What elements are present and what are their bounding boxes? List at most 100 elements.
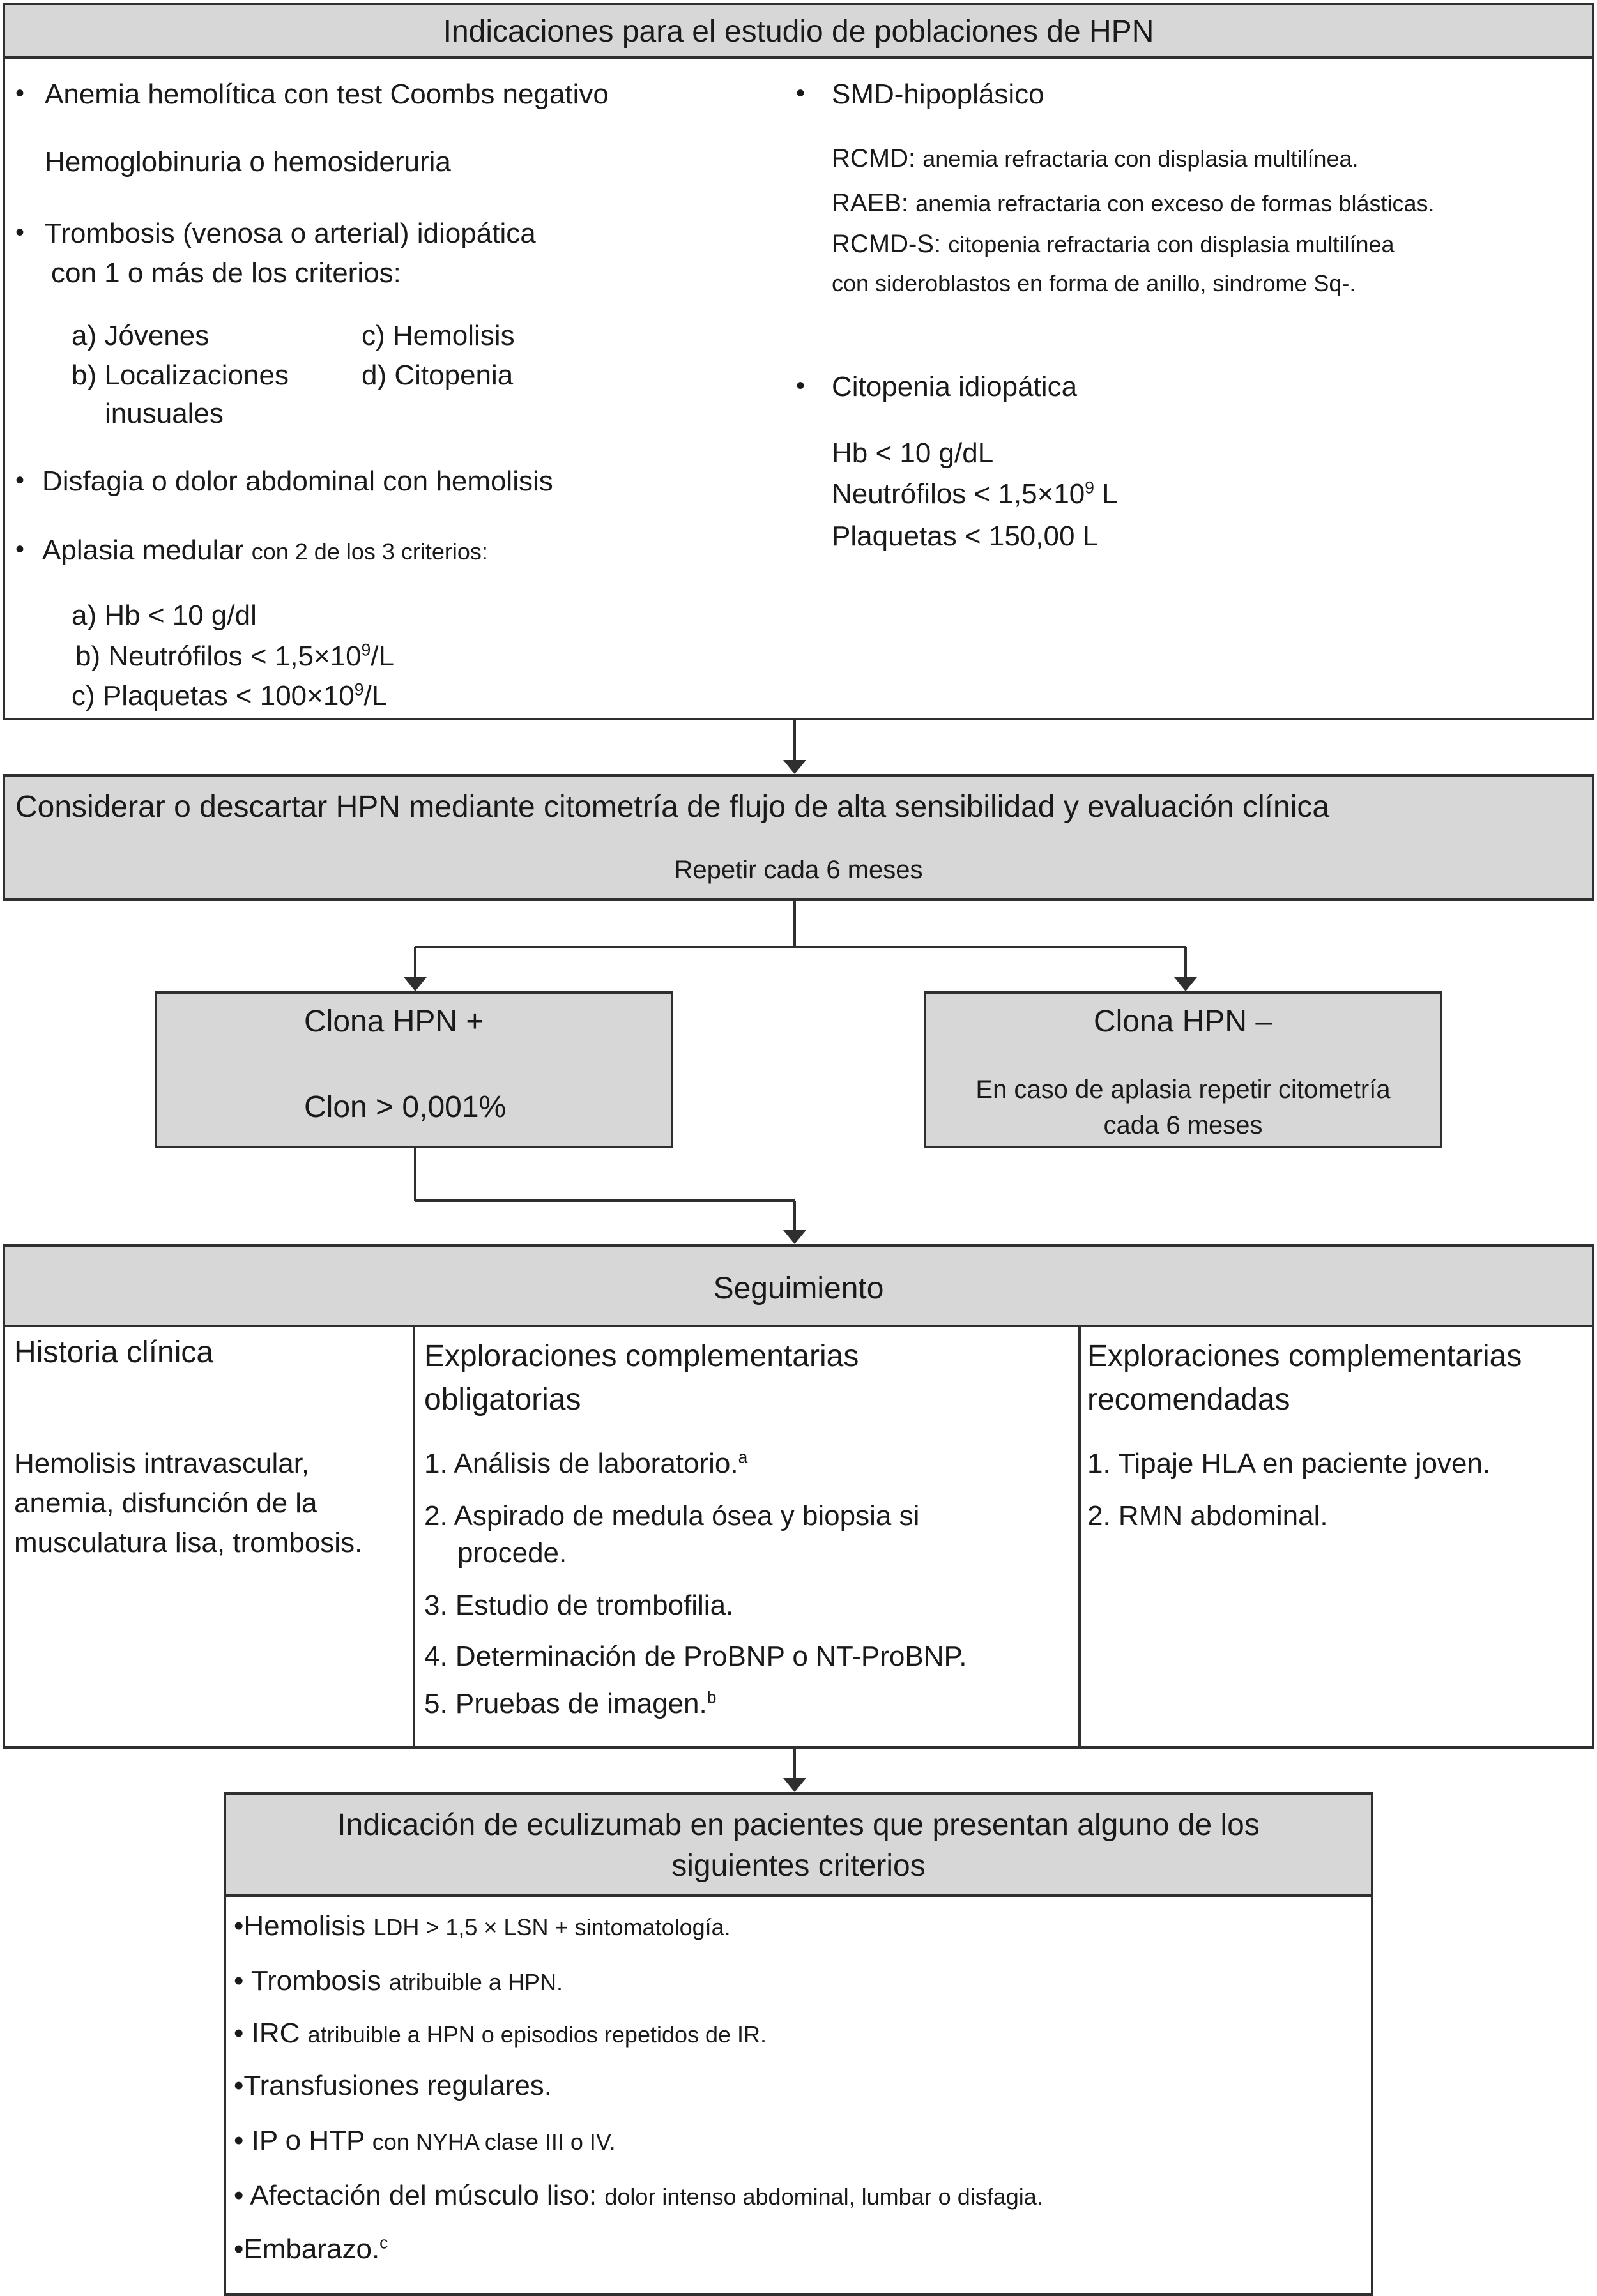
criterion-hemoglobinuria: Hemoglobinuria o hemosideruria [45, 146, 451, 178]
followup-header: Seguimiento [5, 1247, 1592, 1327]
criterion-label: IP o HTP [251, 2125, 365, 2156]
aplasia-b-text: b) Neutrófilos < 1,5×10 [75, 641, 362, 672]
recomendadas-title-cont: recomendadas [1087, 1383, 1290, 1417]
column-divider [1078, 1327, 1081, 1749]
eculizumab-title-cont: siguientes criterios [671, 1849, 926, 1883]
obligatorias-item: 3. Estudio de trombofilia. [424, 1590, 734, 1621]
clone-negative-line2: cada 6 meses [1103, 1111, 1263, 1139]
eculizumab-criterion: • Trombosis atribuible a HPN. [234, 1963, 563, 2000]
criterion-detail: LDH > 1,5 × LSN + sintomatología. [373, 1914, 731, 1940]
smd-rcmds: RCMD-S: citopenia refractaria con displa… [832, 227, 1395, 261]
column-divider [413, 1327, 415, 1749]
indications-header: Indicaciones para el estudio de poblacio… [5, 5, 1592, 59]
trombosis-criterion-b: b) Localizaciones [72, 360, 289, 391]
footnote-a: a [738, 1447, 748, 1467]
bullet-icon: • [234, 1965, 244, 1996]
rcmds-text: citopenia refractaria con displasia mult… [948, 231, 1395, 257]
aplasia-c-text: c) Plaquetas < 100×10 [72, 680, 355, 711]
bullet-icon: • [234, 2233, 244, 2265]
smd-raeb: RAEB: anemia refractaria con exceso de f… [832, 186, 1435, 220]
criterion-label: Trombosis [250, 1965, 381, 1996]
bullet-icon: • [234, 2018, 244, 2049]
eculizumab-criterion: • IP o HTP con NYHA clase III o IV. [234, 2123, 616, 2160]
rcmds-label: RCMD-S: [832, 230, 942, 258]
eculizumab-criterion: •Embarazo.c [234, 2231, 388, 2267]
consider-subtitle: Repetir cada 6 meses [674, 856, 923, 884]
eculizumab-box: Indicación de eculizumab en pacientes qu… [224, 1792, 1373, 2296]
aplasia-c-exponent: 9 [354, 680, 364, 699]
obligatorias-item-text: 1. Análisis de laboratorio. [424, 1448, 738, 1479]
bullet-icon: • [15, 466, 25, 494]
trombosis-criterion-d: d) Citopenia [362, 360, 514, 391]
raeb-label: RAEB: [832, 189, 909, 217]
clone-positive-title: Clona HPN + [304, 1005, 484, 1038]
eculizumab-criterion: •Hemolisis LDH > 1,5 × LSN + sintomatolo… [234, 1908, 731, 1945]
aplasia-b-unit: /L [371, 641, 394, 672]
eculizumab-criterion: •Transfusiones regulares. [234, 2068, 552, 2104]
clone-positive-box: Clona HPN + Clon > 0,001% [155, 991, 673, 1148]
trombosis-criterion-c: c) Hemolisis [362, 320, 515, 351]
bullet-icon: • [796, 372, 806, 400]
consider-box: Considerar o descartar HPN mediante cito… [3, 774, 1594, 901]
criterion-label: IRC [251, 2018, 300, 2049]
trombosis-criterion-a: a) Jóvenes [72, 320, 210, 351]
obligatorias-item-cont: procede. [457, 1537, 567, 1569]
obligatorias-item: 4. Determinación de ProBNP o NT-ProBNP. [424, 1641, 967, 1672]
criterion-label: Transfusiones regulares. [243, 2070, 553, 2101]
historia-line: anemia, disfunción de la [14, 1487, 317, 1519]
criterion-smd: SMD-hipoplásico [832, 79, 1044, 110]
citopenia-plaquetas: Plaquetas < 150,00 L [832, 521, 1099, 552]
aplasia-b-exponent: 9 [361, 640, 371, 660]
rcmd-label: RCMD: [832, 144, 916, 172]
aplasia-criterion-a: a) Hb < 10 g/dl [72, 600, 257, 631]
arrowhead [783, 760, 806, 774]
bullet-icon: • [234, 2125, 244, 2156]
arrowhead [1174, 977, 1197, 991]
clone-positive-detail: Clon > 0,001% [304, 1090, 507, 1124]
citopenia-hb: Hb < 10 g/dL [832, 437, 994, 469]
recomendadas-item: 2. RMN abdominal. [1087, 1500, 1328, 1532]
indications-title: Indicaciones para el estudio de poblacio… [443, 15, 1154, 49]
bullet-icon: • [15, 535, 25, 563]
clone-negative-line1: En caso de aplasia repetir citometría [975, 1076, 1391, 1104]
eculizumab-header: Indicación de eculizumab en pacientes qu… [226, 1795, 1371, 1897]
consider-title: Considerar o descartar HPN mediante cito… [15, 790, 1330, 824]
arrowhead [783, 1778, 806, 1792]
obligatorias-item: 1. Análisis de laboratorio.a [424, 1446, 747, 1482]
historia-line: musculatura lisa, trombosis. [14, 1527, 363, 1558]
eculizumab-criterion: • IRC atribuible a HPN o episodios repet… [234, 2016, 767, 2053]
smd-rcmds-cont: con sideroblastos en forma de anillo, si… [832, 270, 1356, 296]
recomendadas-item: 1. Tipaje HLA en paciente joven. [1087, 1448, 1491, 1479]
neutrofilos-unit: L [1094, 478, 1118, 510]
eculizumab-title: Indicación de eculizumab en pacientes qu… [337, 1808, 1260, 1842]
criterion-anemia: Anemia hemolítica con test Coombs negati… [45, 79, 609, 110]
criterion-aplasia: Aplasia medular con 2 de los 3 criterios… [42, 533, 488, 570]
clone-negative-title: Clona HPN – [1093, 1005, 1273, 1038]
footnote-b: b [707, 1687, 717, 1707]
historia-line: Hemolisis intravascular, [14, 1448, 310, 1479]
criterion-detail: dolor intenso abdominal, lumbar o disfag… [604, 2184, 1043, 2210]
arrowhead [783, 1230, 806, 1244]
criterion-trombosis-cont: con 1 o más de los criterios: [51, 257, 401, 289]
bullet-icon: • [234, 2180, 244, 2211]
followup-title: Seguimiento [713, 1272, 884, 1305]
aplasia-criterion-c: c) Plaquetas < 100×109/L [72, 678, 387, 714]
footnote-c: c [379, 2233, 388, 2253]
obligatorias-title-cont: obligatorias [424, 1383, 581, 1417]
obligatorias-item-text: 5. Pruebas de imagen. [424, 1688, 707, 1719]
aplasia-label: Aplasia medular [42, 535, 244, 566]
aplasia-c-unit: /L [363, 680, 388, 711]
criterion-trombosis: Trombosis (venosa o arterial) idiopática [45, 218, 536, 249]
aplasia-note: con 2 de los 3 criterios: [251, 538, 488, 565]
obligatorias-item: 5. Pruebas de imagen.b [424, 1686, 716, 1722]
obligatorias-title: Exploraciones complementarias [424, 1339, 859, 1373]
raeb-text: anemia refractaria con exceso de formas … [915, 190, 1435, 217]
criterion-label: Afectación del músculo liso: [250, 2180, 597, 2211]
bullet-icon: • [234, 1910, 244, 1942]
neutrofilos-text: Neutrófilos < 1,5×10 [832, 478, 1085, 510]
criterion-label: Hemolisis [243, 1910, 366, 1942]
criterion-disfagia: Disfagia o dolor abdominal con hemolisis [42, 466, 553, 497]
bullet-icon: • [234, 2070, 244, 2101]
clone-negative-box: Clona HPN – En caso de aplasia repetir c… [924, 991, 1442, 1148]
